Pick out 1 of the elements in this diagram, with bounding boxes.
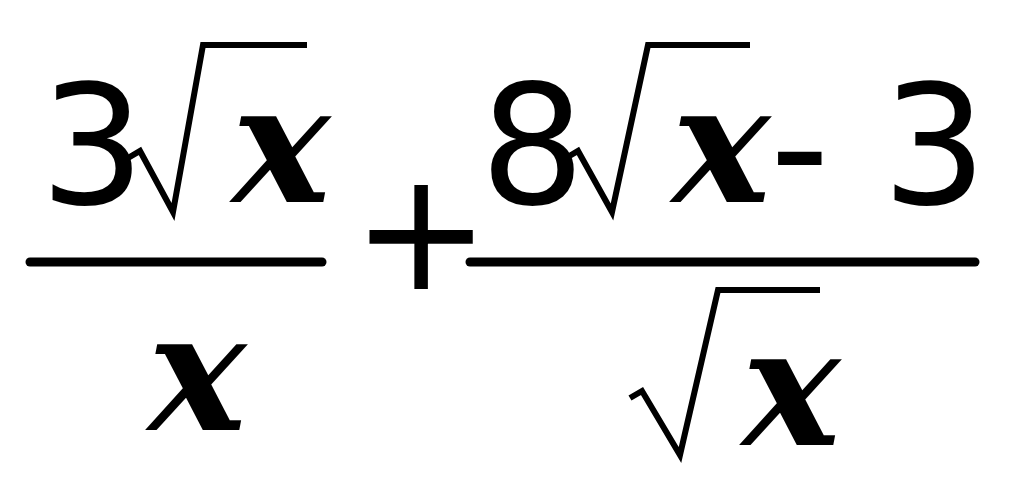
coefficient: 3	[40, 65, 145, 230]
